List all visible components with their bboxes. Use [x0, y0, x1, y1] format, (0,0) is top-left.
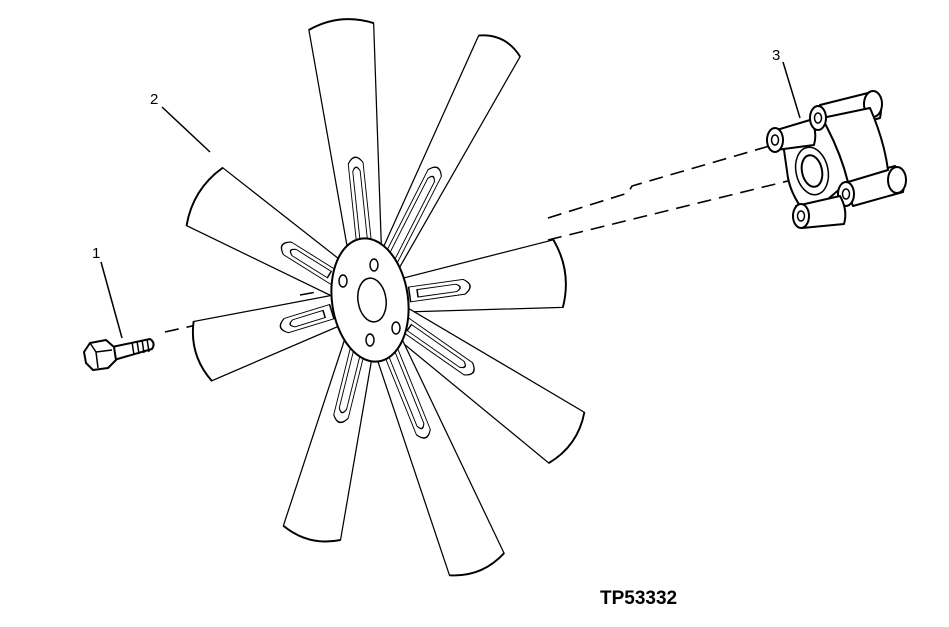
fan-blade [191, 291, 356, 382]
fan-blades [185, 18, 586, 577]
fan-blade [185, 167, 363, 304]
fan-blade [377, 299, 586, 464]
fan-blade [386, 239, 567, 314]
hub-bolt-hole [365, 333, 375, 347]
leader-line-2 [161, 106, 211, 153]
fan-assembly [185, 18, 586, 577]
leader-line-1 [100, 261, 123, 339]
leader-lines [100, 61, 801, 339]
fan-spacer [766, 90, 907, 229]
hub-bolt-hole [338, 274, 348, 288]
figure-id: TP53332 [600, 588, 677, 609]
hub-bolt-hole [369, 258, 379, 272]
fan-blade [282, 315, 379, 543]
fan-blade [364, 312, 505, 577]
fan-hub [330, 237, 410, 363]
assembly-centerlines [164, 139, 801, 333]
spacer-center-bore [794, 146, 830, 196]
hub-center-bore [357, 277, 387, 323]
fan-blade [308, 18, 384, 283]
callout-1: 1 [92, 245, 100, 262]
callout-2: 2 [150, 91, 158, 108]
hub-bolt-hole [391, 321, 401, 335]
callout-3: 3 [772, 47, 780, 64]
fan-blade [369, 34, 521, 288]
leader-line-3 [782, 61, 801, 119]
cap-screw [83, 338, 155, 371]
